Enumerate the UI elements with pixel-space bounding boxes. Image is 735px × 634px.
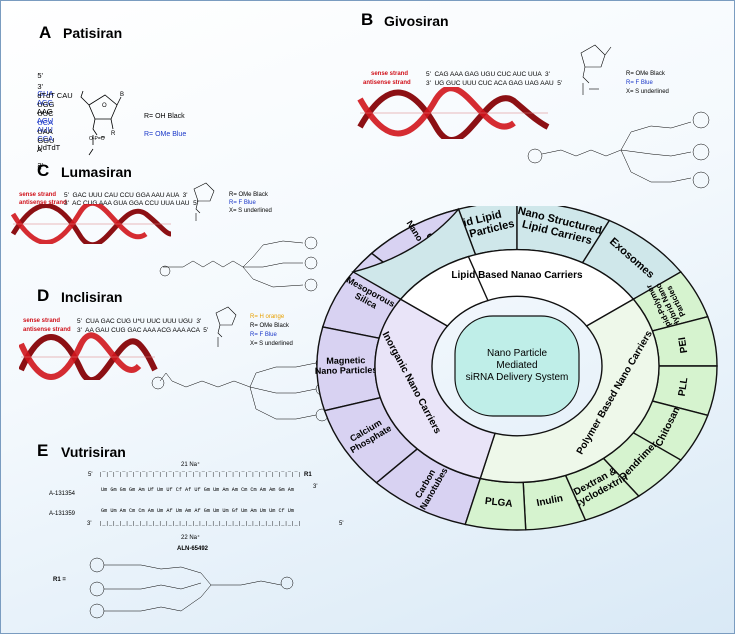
legend-d-1: R= H orange (250, 314, 285, 320)
ribose-structure-d (215, 306, 237, 347)
r-atom: R (111, 131, 116, 137)
legend-c-3: X= S underlined (229, 208, 272, 214)
codon: A (36, 145, 42, 154)
codon: dTdT CAU (37, 91, 73, 100)
polymer-carrier-label: PLL (677, 377, 691, 397)
legend-b-1: R= OMe Black (626, 71, 665, 77)
inclisiran-antisense: 3' AA GAU CUG GAC AAA ACG AAA ACA 5' (77, 327, 209, 334)
three-prime-bottom: 3' (87, 521, 92, 527)
codon: AAG (36, 107, 53, 116)
helix-c (11, 204, 172, 244)
five-prime-top: 5' (88, 472, 93, 478)
panel-a-letter: A (39, 23, 52, 42)
sense-strand-label: sense strand (371, 71, 409, 77)
polymer-carrier-label: PLGA (484, 496, 513, 510)
three-prime-top: 3' (313, 484, 318, 490)
helix-d (19, 332, 158, 380)
phosphate-backbone-top: |‾|‾|‾|‾|‾|‾|‾|‾|‾|‾|‾|‾|‾|‾|‾|‾|‾|‾|‾|‾… (99, 472, 302, 478)
patisiran-sense: 5' GUA ACC AAG AGU AUU CCA UdTdT 3' (29, 62, 60, 179)
center-label: Nano Particle (487, 348, 547, 359)
panel-e-title: Vutrisiran (61, 444, 126, 460)
legend-blue: R= OMe Blue (144, 131, 187, 138)
antisense-strand-label: antisense strand (363, 80, 411, 86)
codon: UUC (37, 109, 54, 118)
prime-label: 5' (37, 163, 43, 172)
phosphate-label: O-P=O (89, 136, 105, 142)
center-label: siRNA Delivery System (466, 372, 569, 383)
phosphate-backbone-bottom: |_|_|_|_|_|_|_|_|_|_|_|_|_|_|_|_|_|_|_|_… (99, 521, 302, 527)
codon: AGU (36, 116, 54, 125)
legend-b-2: R= F Blue (626, 80, 653, 86)
galnac-ligand-b (527, 111, 710, 189)
base-label: B (120, 92, 124, 98)
polymer-carrier-label: Inulin (536, 493, 564, 509)
lumasiran-sense: 5' GAC UUU CAU CCU GGA AAU AUA 3' (64, 192, 188, 199)
sodium-count-top: 21 Na⁺ (181, 462, 201, 468)
givosiran-antisense: 3' UG GUC UUU CUC ACA GAG UAG AAU 5' (426, 80, 563, 87)
inclisiran-sense: 5' CUA GAC CUG U*U UUC UUU UGU 3' (77, 318, 202, 325)
prime-label: 5' (37, 71, 43, 80)
five-prime-bottom: 5' (339, 521, 344, 527)
panel-b-title: Givosiran (384, 13, 449, 29)
legend-d-3: R= F Blue (250, 332, 277, 338)
panel-a-title: Patisiran (63, 25, 123, 41)
center-label: Mediated (496, 360, 537, 371)
givosiran-sense: 5' CAG AAA GAG UGU CUC AUC UUA 3' (426, 71, 550, 78)
codon: UAA (37, 127, 53, 136)
inorganic-ring (374, 298, 496, 480)
polymer-carrier-label: PEI (677, 336, 690, 354)
sense-strand-label: sense strand (19, 192, 57, 198)
codon: AUU (36, 125, 53, 134)
strand-id-top: A-131354 (49, 491, 76, 497)
codon: UCA (37, 118, 54, 127)
sodium-count-bottom: 22 Na⁺ (181, 535, 201, 541)
inorganic-carrier-label: MagneticNano Particles (315, 355, 378, 376)
legend-black: R= OH Black (144, 113, 185, 120)
center-box (454, 315, 580, 417)
ribose-structure-c (193, 182, 215, 221)
codon: ACC (36, 98, 53, 107)
prime-label: 3' (37, 82, 43, 91)
codon: CCA (37, 134, 54, 143)
legend-b-3: X= S underlined (626, 89, 669, 95)
legend-d-2: R= OMe Black (250, 323, 289, 329)
codon: UGG (37, 100, 55, 109)
legend-c-1: R= OMe Black (229, 192, 268, 198)
r1-top: R1 (304, 472, 312, 478)
r1-definition: R1 = (53, 577, 66, 583)
bases-bottom: Gm Um Am Cm Cm Am Um Af Um Am Af Gm Um U… (101, 508, 295, 514)
panel-d-letter: D (37, 286, 50, 305)
legend-d-4: X= S underlined (250, 341, 293, 347)
galnac-ligand-e (89, 557, 294, 619)
codon: GUA (37, 89, 54, 98)
panel-b-letter: B (361, 10, 374, 29)
codon: GGU (37, 136, 55, 145)
patisiran-antisense: 3' dTdT CAU UGG UUC UCA UAA GGU A 5' (29, 73, 77, 181)
panel-c-letter: C (37, 161, 50, 180)
legend-c-2: R= F Blue (229, 200, 256, 206)
lipid-ring (399, 255, 489, 327)
sense-strand-label: sense strand (23, 318, 61, 324)
codon: UdTdT (37, 143, 61, 152)
antisense-strand-label: antisense strand (19, 200, 67, 206)
ribose-structure-b (580, 44, 612, 95)
galnac-ligand-c (159, 236, 318, 292)
panel-c-title: Lumasiran (61, 164, 132, 180)
antisense-strand-label: antisense strand (23, 327, 71, 333)
helix-b (357, 87, 550, 139)
panel-d-title: Inclisiran (61, 289, 123, 305)
bases-top: Um Gm Gm Gm Am Uf Um Uf Cf Af Uf Gm Um A… (101, 487, 295, 493)
compound-id: ALN-65492 (177, 546, 209, 552)
o-atom: O (102, 103, 107, 109)
strand-id-bottom: A-131359 (49, 511, 76, 517)
prime-label: 3' (37, 161, 43, 170)
lipid-based-label: Lipid Based Nanao Carriers (451, 270, 583, 281)
panel-e-letter: E (37, 441, 49, 460)
ribose-structure-a: B O R O-P=O (80, 90, 124, 156)
polymer-ring (479, 298, 660, 484)
